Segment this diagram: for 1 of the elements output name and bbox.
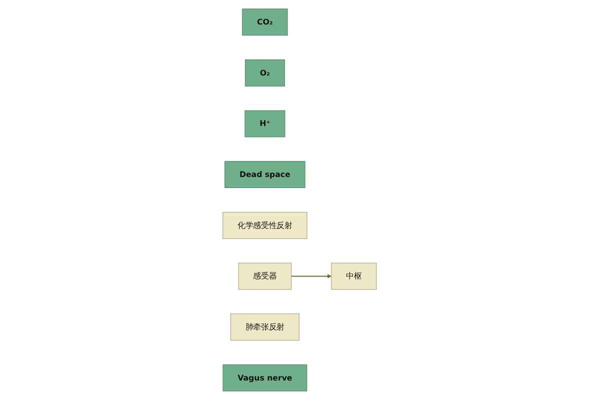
arrow (291, 274, 332, 278)
